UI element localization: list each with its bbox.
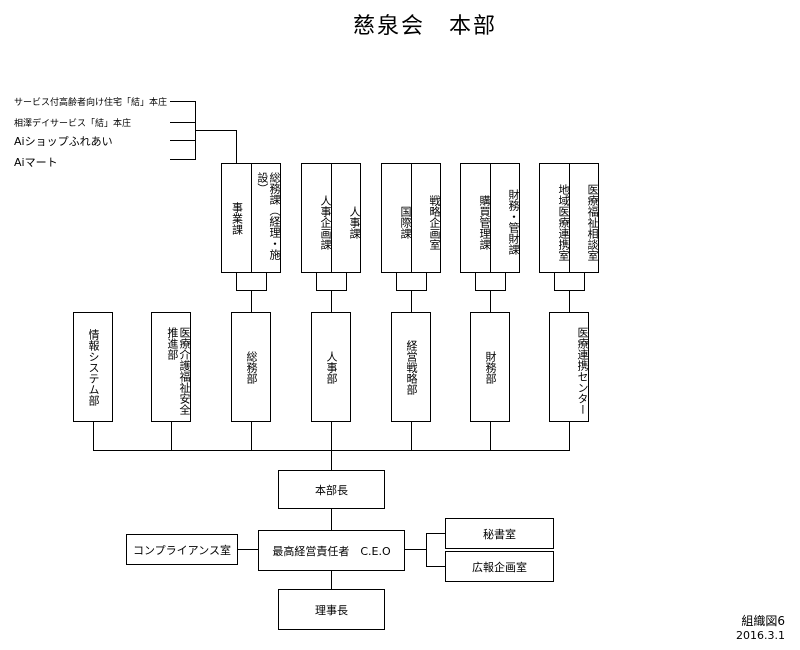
section-label: 国際課: [399, 205, 412, 239]
section-label: 人事企画課: [319, 194, 332, 250]
section-label: 人事課: [348, 205, 361, 239]
section-label: 戦略企画室: [428, 194, 441, 250]
ceo-label: 最高経営責任者 C.E.O: [272, 544, 391, 558]
compliance-box: コンプライアンス室: [126, 534, 238, 565]
facility-item-2: 相澤デイサービス「結」本庄: [14, 119, 132, 129]
connector: [170, 140, 195, 141]
pr-box: 広報企画室: [445, 551, 554, 582]
honbucho-box: 本部長: [278, 470, 385, 509]
section-label: 医療福祉相談室: [586, 183, 599, 261]
section-group-senryaku: 国際課 戦略企画室: [381, 163, 441, 273]
connector: [426, 533, 445, 534]
department-box: 経営戦略部: [391, 312, 431, 422]
secretariat-label: 秘書室: [483, 527, 516, 541]
connector: [331, 571, 332, 589]
chairman-label: 理事長: [315, 603, 348, 617]
ceo-box: 最高経営責任者 C.E.O: [258, 530, 405, 571]
section-label: 財務・管財課: [507, 189, 520, 255]
connector: [195, 130, 237, 131]
department-label: 総務部: [245, 350, 259, 384]
department-label: 医療連携センター: [576, 327, 589, 415]
connector: [331, 509, 332, 530]
section-group-renkei: 地域医療連携室 医療福祉相談室: [539, 163, 599, 273]
connector: [170, 101, 195, 102]
section-label: 地域医療連携室: [557, 183, 570, 261]
section-group-jinji: 人事企画課 人事課: [301, 163, 361, 273]
facility-item-4: Aiマート: [14, 156, 58, 169]
department-label: 経営戦略部: [405, 339, 419, 395]
department-label: 医療介護福祉安全推進部: [165, 327, 191, 415]
chairman-box: 理事長: [278, 589, 385, 630]
department-box: 医療介護福祉安全推進部: [151, 312, 191, 422]
facility-item-3: Aiショップふれあい: [14, 135, 113, 148]
page-title: 慈泉会 本部: [352, 14, 497, 39]
section-label: 事業課: [230, 201, 244, 235]
department-box: 情報システム部: [73, 312, 113, 422]
department-box: 医療連携センター: [549, 312, 589, 422]
connector: [405, 549, 427, 550]
section-group-somu: 事業課 総務課（経理・施設）: [221, 163, 281, 273]
section-group-zaimu: 購買管理課 財務・管財課: [460, 163, 520, 273]
secretariat-box: 秘書室: [445, 518, 554, 549]
connector: [170, 122, 195, 123]
section-label: 購買管理課: [478, 194, 491, 250]
connector: [426, 533, 427, 567]
connector: [238, 549, 258, 550]
department-label: 人事部: [325, 350, 339, 384]
footer-date: 2016.3.1: [736, 629, 785, 642]
department-label: 財務部: [484, 350, 498, 384]
footer-label: 組織図6: [741, 614, 785, 628]
department-label: 情報システム部: [87, 328, 101, 406]
honbucho-label: 本部長: [315, 483, 348, 497]
connector: [170, 159, 195, 160]
compliance-label: コンプライアンス室: [132, 543, 231, 557]
connector: [236, 130, 237, 164]
department-box: 総務部: [231, 312, 271, 422]
connector: [426, 566, 445, 567]
department-box: 財務部: [470, 312, 510, 422]
department-box: 人事部: [311, 312, 351, 422]
facility-item-1: サービス付高齢者向け住宅「結」本庄: [14, 98, 168, 108]
pr-label: 広報企画室: [472, 560, 527, 574]
section-label: 総務課（経理・施設）: [255, 172, 281, 260]
